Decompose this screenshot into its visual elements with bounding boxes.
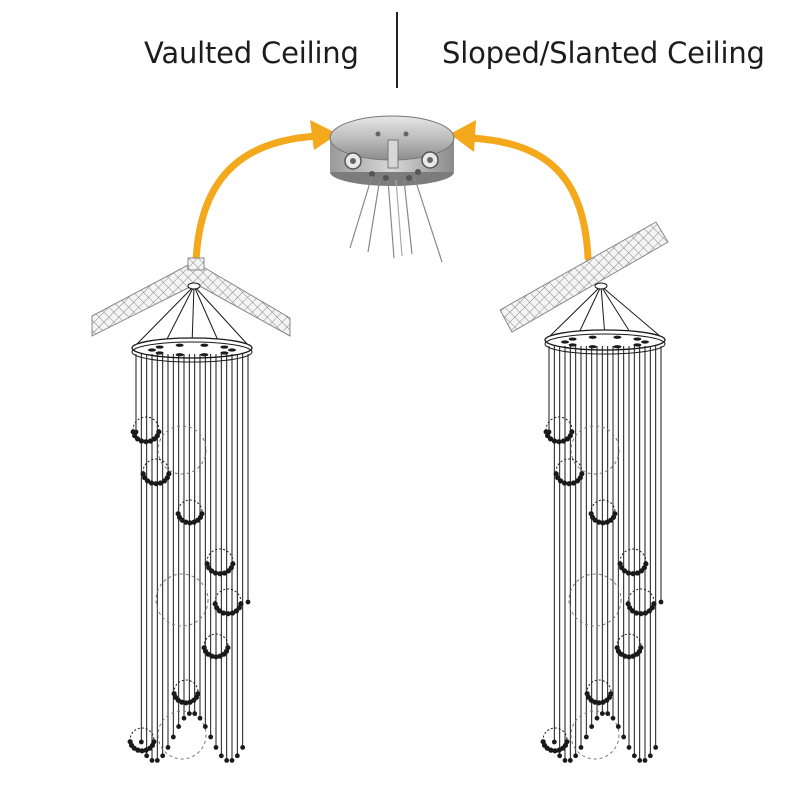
title-divider: [396, 12, 398, 88]
ceiling-canopy-icon: [329, 115, 455, 263]
vaulted-ceiling-icon: [91, 257, 291, 337]
arrow-left: [192, 120, 338, 266]
chandelier-icon: [540, 282, 666, 763]
sloped-ceiling-label: Sloped/Slanted Ceiling: [442, 36, 765, 70]
vaulted-ceiling-label: Vaulted Ceiling: [144, 36, 359, 70]
sloped-ceiling-icon: [499, 221, 669, 333]
chandelier-icon: [127, 282, 253, 763]
arrow-right: [450, 120, 592, 262]
